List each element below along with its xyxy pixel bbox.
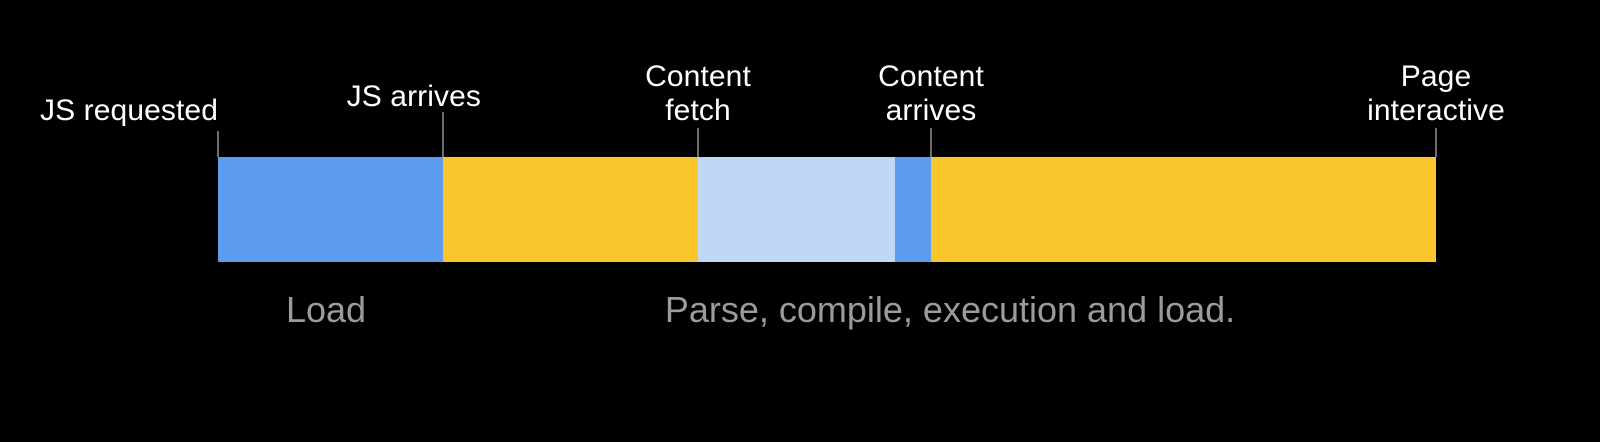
phase-caption-load: Load [285, 289, 367, 330]
tick-line-content-arrives [930, 128, 932, 157]
milestone-label-js-requested: JS requested [40, 94, 218, 128]
milestone-label-line2: interactive [1367, 94, 1505, 127]
milestone-label-line1: JS requested [40, 94, 218, 127]
milestone-label-line1: JS arrives [346, 80, 481, 113]
milestone-label-content-arrives: Content arrives [821, 60, 1041, 128]
bar-segment-content-fetch-wait [698, 157, 895, 262]
timeline-bar [218, 157, 1436, 262]
tick-line-page-interactive [1435, 128, 1437, 157]
milestone-label-line1: Content [645, 60, 751, 93]
tick-line-js-requested [217, 131, 219, 157]
milestone-label-line1: Content [878, 60, 984, 93]
tick-line-content-fetch [697, 128, 699, 157]
milestone-label-line1: Page [1400, 60, 1472, 93]
milestone-label-line2: fetch [665, 94, 731, 127]
milestone-label-content-fetch: Content fetch [588, 60, 808, 128]
bar-segment-content-download [895, 157, 931, 262]
bar-segment-js-download [218, 157, 443, 262]
milestone-label-line2: arrives [885, 94, 977, 127]
tick-line-js-arrives [442, 112, 444, 157]
phase-caption-parse-compile-execution-load: Parse, compile, execution and load. [664, 289, 1236, 330]
milestone-label-page-interactive: Page interactive [1326, 60, 1546, 128]
milestone-label-js-arrives: JS arrives [347, 80, 481, 114]
bar-segment-js-parse-compile-execute [443, 157, 698, 262]
bar-segment-content-process [931, 157, 1436, 262]
